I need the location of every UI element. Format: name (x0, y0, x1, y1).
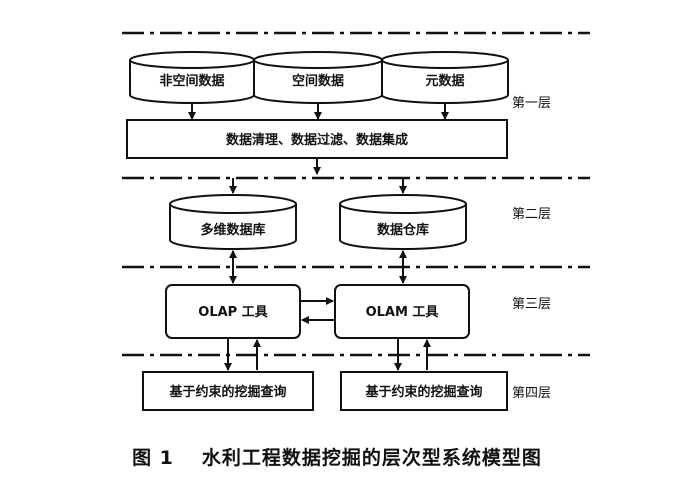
query-box-1 (142, 371, 314, 411)
figure-caption: 图 1 水利工程数据挖掘的层次型系统模型图 (0, 443, 674, 470)
olam-tool-box (334, 284, 470, 339)
store-label-warehouse: 数据仓库 (377, 222, 429, 238)
source-label-nonspatial: 非空间数据 (159, 73, 224, 89)
olam-tool-label: OLAM 工具 (366, 305, 439, 320)
source-label-metadata: 元数据 (425, 73, 464, 89)
query-box-2 (340, 371, 508, 411)
preprocess-box (126, 119, 508, 159)
source-label-spatial: 空间数据 (292, 73, 344, 89)
source-cylinder-spatial (253, 51, 383, 104)
query-label-1: 基于约束的挖掘查询 (168, 384, 286, 400)
data-source-cylinders (129, 51, 509, 104)
store-label-mddb: 多维数据库 (200, 222, 265, 238)
olap-tool-label: OLAP 工具 (198, 305, 267, 320)
preprocess-label: 数据清理、数据过滤、数据集成 (226, 132, 408, 148)
store-cylinder-mddb (169, 194, 297, 250)
olap-tool-box (165, 284, 301, 339)
figure-title: 水利工程数据挖掘的层次型系统模型图 (201, 447, 542, 469)
figure-number: 图 1 (132, 447, 174, 469)
layer-label-2: 第二层 (512, 207, 551, 222)
store-cylinder-warehouse (339, 194, 467, 250)
layer-label-1: 第一层 (512, 96, 551, 111)
layer-label-4: 第四层 (512, 386, 551, 401)
query-label-2: 基于约束的挖掘查询 (364, 384, 482, 400)
layer-label-3: 第三层 (512, 297, 551, 312)
